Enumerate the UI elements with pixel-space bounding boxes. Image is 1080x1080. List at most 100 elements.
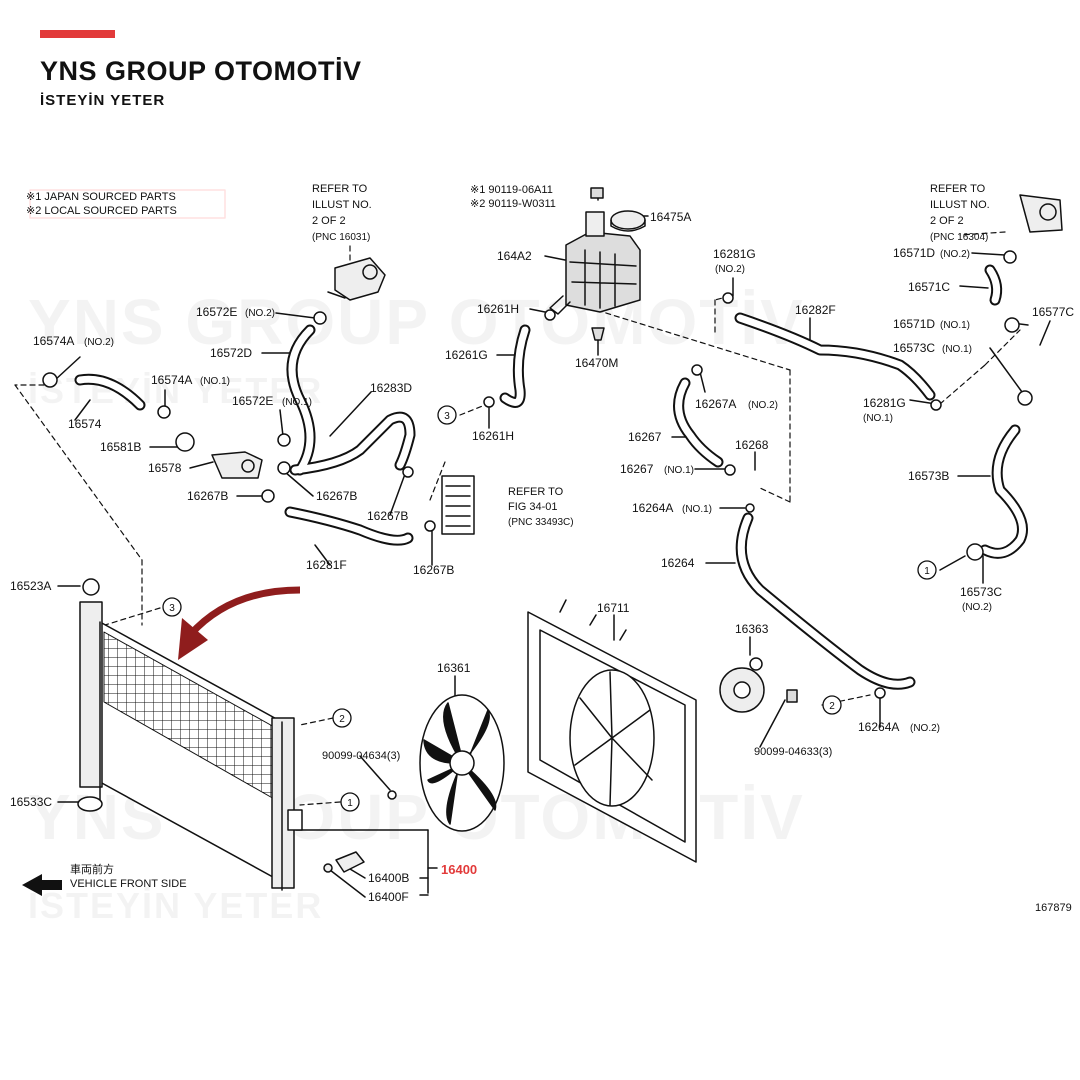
label-16572E-a-no: (NO.2) [245, 308, 275, 319]
front-label-jp: 車両前方 [70, 862, 114, 876]
label-16281G-b-no: (NO.1) [863, 413, 893, 424]
label-16577C: 16577C [1032, 305, 1074, 319]
label-16264A-no1-no: (NO.1) [682, 504, 712, 515]
label-16475A: 16475A [650, 210, 691, 224]
legend-note1: ※1 JAPAN SOURCED PARTS [26, 191, 176, 203]
label-16573C-a-no: (NO.1) [942, 344, 972, 355]
label-16281G-a-no: (NO.2) [715, 264, 745, 275]
label-16267B-a: 16267B [187, 489, 228, 503]
water-outlet-16578 [211, 451, 263, 479]
label-16574A-a: 16574A [33, 334, 74, 348]
label-16261H-a: 16261H [477, 302, 519, 316]
label-16523A: 16523A [10, 579, 51, 593]
legend-box [29, 189, 226, 219]
ref-right-1: REFER TO [930, 183, 986, 195]
callout-2-b: 2 [829, 701, 835, 712]
label-164A2: 164A2 [497, 249, 532, 263]
label-16267A-no: (NO.2) [748, 400, 778, 411]
ref-left-2: ILLUST NO. [312, 199, 372, 211]
hoses-fill [76, 266, 1026, 688]
reservoir-tank [549, 211, 641, 315]
callout-1-a: 1 [924, 566, 930, 577]
label-16400: 16400 [441, 862, 477, 877]
label-16264A-no2: 16264A [858, 720, 899, 734]
label-16267B-b: 16267B [316, 489, 357, 503]
red-pointer-arrow [178, 586, 301, 660]
label-16470M: 16470M [575, 356, 618, 370]
label-9011906A11: ※1 90119-06A11 [470, 184, 553, 196]
label-16267B-d: 16267B [413, 563, 454, 577]
reservoir-cap [610, 210, 646, 232]
plug-16470M [591, 327, 605, 341]
label-16574: 16574 [68, 417, 102, 431]
label-16281F: 16281F [306, 558, 347, 572]
label-16261H-b: 16261H [472, 429, 514, 443]
label-16572E-b: 16572E [232, 394, 273, 408]
ref-fig-2: FIG 34-01 [508, 501, 558, 513]
label-16573C-a: 16573C [893, 341, 935, 355]
label-16571D-b-no: (NO.1) [940, 320, 970, 331]
watermark-line2-lower: İSTEYİN YETER [28, 885, 323, 927]
thermostat-housing-right [1019, 194, 1063, 233]
label-9009904634: 90099-04634(3) [322, 750, 400, 762]
cooling-fan [387, 694, 505, 832]
drain-cock [323, 851, 365, 873]
label-16574A-a-no: (NO.2) [84, 337, 114, 348]
label-16264: 16264 [661, 556, 695, 570]
label-16400F: 16400F [368, 890, 409, 904]
label-16281G-a: 16281G [713, 247, 756, 261]
label-16578: 16578 [148, 461, 182, 475]
ref-left-3: 2 OF 2 [312, 215, 346, 227]
oil-cooler [441, 475, 475, 535]
label-16267B-c: 16267B [367, 509, 408, 523]
label-16571D-a-no: (NO.2) [940, 249, 970, 260]
diagram-code: 167879 [1035, 902, 1072, 914]
callout-1-b: 1 [347, 798, 353, 809]
callout-3-a: 3 [444, 411, 450, 422]
label-16283D: 16283D [370, 381, 412, 395]
label-16571C: 16571C [908, 280, 950, 294]
front-direction-arrow [22, 874, 62, 896]
label-16533C: 16533C [10, 795, 52, 809]
brand-accent-bar [40, 30, 115, 38]
label-9009904633: 90099-04633(3) [754, 746, 832, 758]
ref-fig-1: REFER TO [508, 486, 564, 498]
ref-left-1: REFER TO [312, 183, 368, 195]
label-16573B: 16573B [908, 469, 949, 483]
thermostat-housing-left [327, 257, 386, 301]
label-16267-no1: 16267 [620, 462, 654, 476]
fan-motor [719, 657, 798, 713]
label-16267A: 16267A [695, 397, 736, 411]
label-16282F: 16282F [795, 303, 836, 317]
label-16363: 16363 [735, 622, 769, 636]
label-16261G: 16261G [445, 348, 488, 362]
label-16571D-a: 16571D [893, 246, 935, 260]
label-16572E-b-no: (NO.1) [282, 397, 312, 408]
watermark-line1: YNS GROUP OTOMOTİV [28, 285, 805, 359]
ref-right-2: ILLUST NO. [930, 199, 990, 211]
label-16400B: 16400B [368, 871, 409, 885]
label-16264A-no2-no: (NO.2) [910, 723, 940, 734]
label-16573C-b-no: (NO.2) [962, 602, 992, 613]
legend-note2: ※2 LOCAL SOURCED PARTS [26, 205, 177, 217]
fan-shroud [527, 599, 697, 863]
dashed-guides [14, 231, 1021, 806]
callout-2-a: 2 [339, 714, 345, 725]
ref-right-3: 2 OF 2 [930, 215, 964, 227]
radiator [77, 578, 303, 891]
label-16711: 16711 [597, 601, 630, 615]
brand-subtitle: İSTEYİN YETER [40, 92, 166, 109]
callout-3-b: 3 [169, 603, 175, 614]
ref-left-4: (PNC 16031) [312, 232, 370, 243]
label-16574A-b: 16574A [151, 373, 192, 387]
brand-title: YNS GROUP OTOMOTİV [40, 56, 362, 86]
label-16267: 16267 [628, 430, 662, 444]
bolt-9011906A11 [590, 187, 604, 199]
ref-fig-3: (PNC 33493C) [508, 517, 574, 528]
label-16571D-b: 16571D [893, 317, 935, 331]
label-16281G-b: 16281G [863, 396, 906, 410]
label-16267-no1-no: (NO.1) [664, 465, 694, 476]
label-16572D: 16572D [210, 346, 252, 360]
label-16581B: 16581B [100, 440, 141, 454]
